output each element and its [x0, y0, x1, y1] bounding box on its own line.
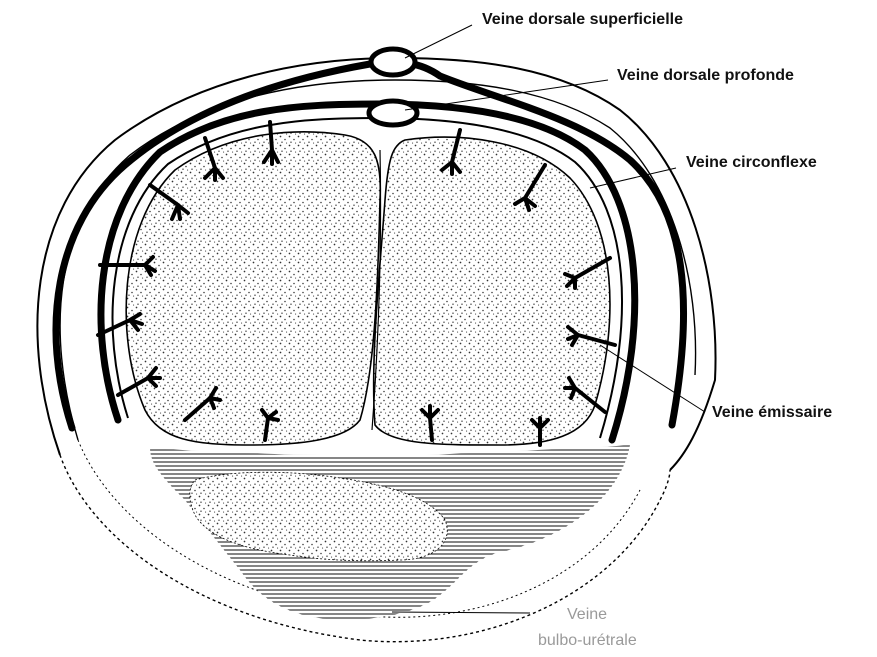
leader-bulbourethral-vein: [392, 612, 530, 613]
right-corpus-cavernosum: [374, 137, 610, 445]
leader-emissary-vein: [600, 345, 705, 412]
deep-dorsal-vein: [369, 101, 417, 125]
label-emissary-vein: Veine émissaire: [712, 405, 832, 421]
label-circumflex-vein: Veine circonflexe: [686, 155, 817, 171]
superficial-dorsal-vein-lumen: [371, 49, 415, 75]
left-corpus-cavernosum: [126, 132, 380, 445]
label-superficial-dorsal-vein: Veine dorsale superficielle: [482, 12, 683, 28]
label-bulbourethral-vein-line2: bulbo-urétrale: [538, 633, 637, 649]
leader-superficial-dorsal-vein: [405, 25, 472, 58]
label-bulbourethral-vein-line1: Veine: [567, 607, 607, 623]
leader-deep-dorsal-vein: [405, 80, 608, 110]
label-deep-dorsal-vein: Veine dorsale profonde: [617, 68, 794, 84]
